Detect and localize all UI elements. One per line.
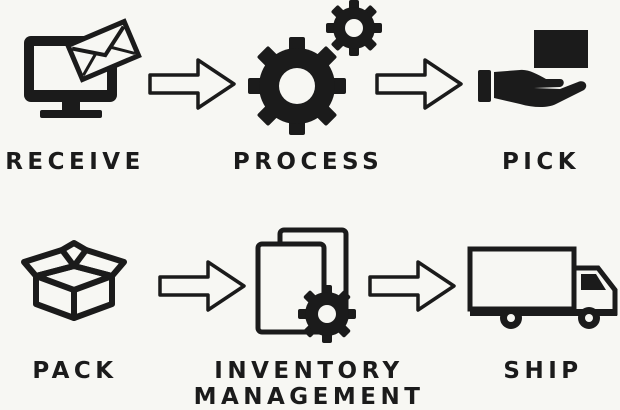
step-label-process: PROCESS: [232, 149, 384, 175]
outline-arrow-icon: [148, 58, 236, 110]
step-label-ship: SHIP: [503, 358, 583, 384]
outline-arrow-icon: [375, 58, 463, 110]
gears-icon: [248, 0, 382, 135]
outline-arrow-icon: [158, 260, 246, 312]
step-label-receive: RECEIVE: [5, 149, 145, 175]
step-label-pick: PICK: [501, 149, 581, 175]
hand-holding-box-icon: [478, 30, 588, 107]
step-label-inventory-management: INVENTORY MANAGEMENT: [193, 358, 425, 410]
delivery-truck-icon: [467, 246, 618, 329]
documents-with-gear-icon: [255, 227, 356, 343]
outline-arrow-icon: [368, 260, 456, 312]
open-box-icon: [21, 240, 127, 321]
step-label-pack: PACK: [32, 358, 118, 384]
computer-with-envelope-icon: [24, 18, 142, 118]
